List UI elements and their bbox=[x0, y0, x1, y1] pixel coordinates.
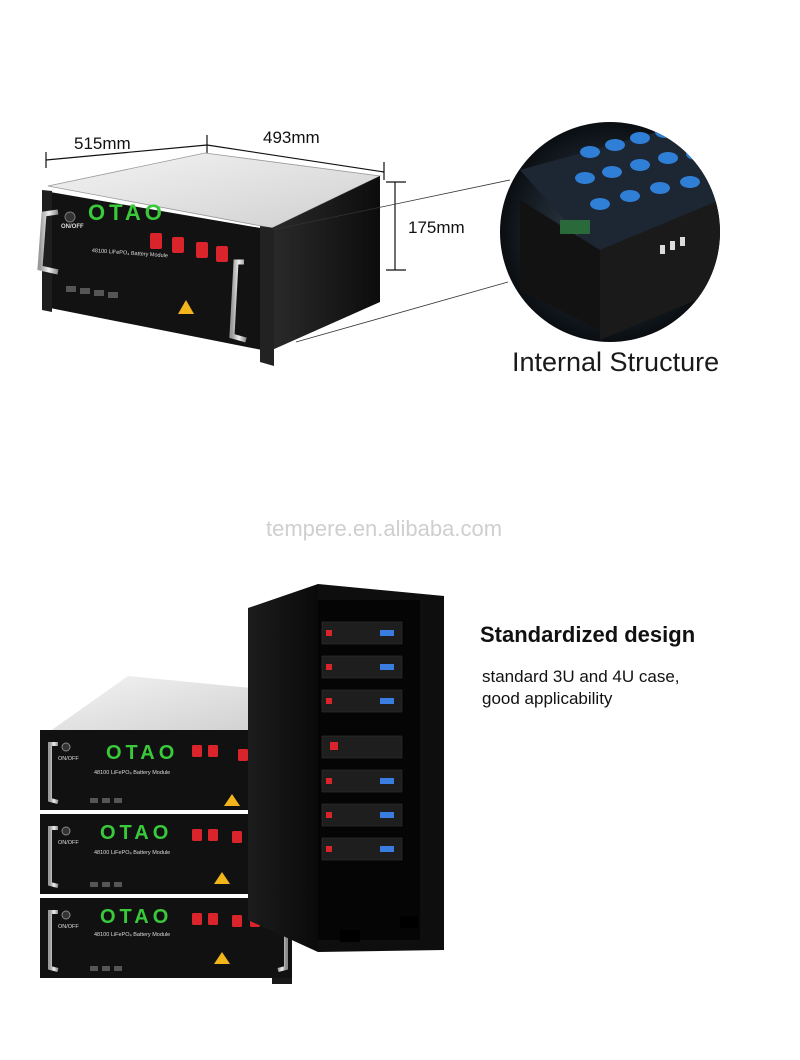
server-cabinet bbox=[248, 584, 444, 952]
standardized-design-title: Standardized design bbox=[480, 622, 696, 647]
internal-structure-photo bbox=[500, 122, 720, 342]
standardized-design-description: standard 3U and 4U case, good applicabil… bbox=[482, 667, 680, 708]
depth-dimension-label: 515mm bbox=[74, 134, 131, 153]
module-brand-logo: OTAO bbox=[88, 200, 166, 225]
internal-structure-caption: Internal Structure bbox=[512, 347, 720, 377]
stack-module-3-model-label: 48100 LiFePO₄ Battery Module bbox=[94, 932, 171, 938]
inset-connector-lines bbox=[271, 179, 511, 343]
dimension-lines bbox=[45, 135, 406, 271]
stack-module-2-brand: OTAO bbox=[100, 822, 173, 844]
height-dimension-label: 175mm bbox=[408, 218, 465, 237]
stack-module-1-power-label: ON/OFF bbox=[58, 756, 79, 762]
stack-module-1-model-label: 48100 LiFePO₄ Battery Module bbox=[94, 770, 171, 776]
watermark: tempere.en.alibaba.com bbox=[266, 516, 503, 541]
stack-module-3-brand: OTAO bbox=[100, 906, 173, 928]
battery-module-top bbox=[37, 152, 382, 366]
stack-module-2-model-label: 48100 LiFePO₄ Battery Module bbox=[94, 850, 171, 856]
width-dimension-label: 493mm bbox=[263, 128, 320, 147]
stack-module-1-brand: OTAO bbox=[106, 742, 179, 764]
power-label: ON/OFF bbox=[61, 224, 84, 230]
stack-module-2-power-label: ON/OFF bbox=[58, 840, 79, 846]
stack-module-3-power-label: ON/OFF bbox=[58, 924, 79, 930]
